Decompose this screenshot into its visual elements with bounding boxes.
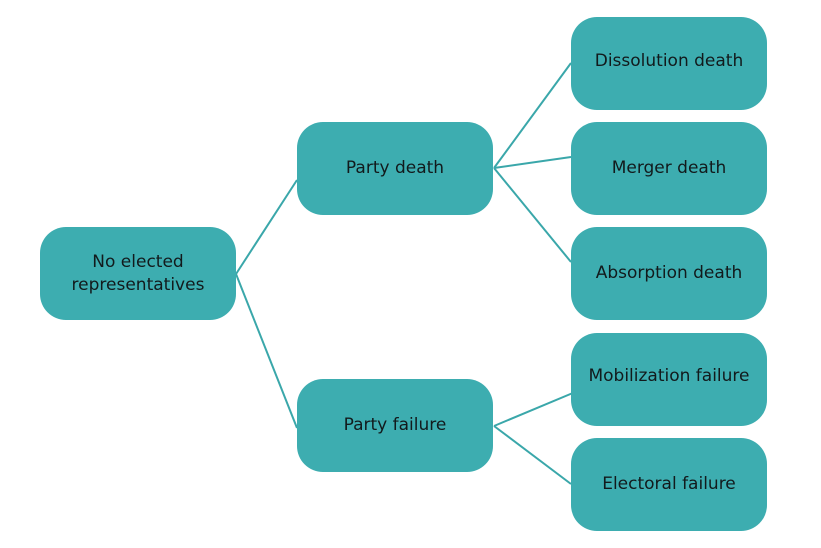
connector-root-to-party-failure: [235, 273, 298, 429]
node-party-failure: Party failure: [297, 379, 493, 472]
node-label: Party failure: [343, 415, 447, 435]
connector-party-death-to-dissolution: [493, 62, 572, 169]
connector-party-death-to-absorption: [493, 167, 572, 263]
node-label: Dissolution death: [594, 51, 744, 71]
node-dissolution-death: Dissolution death: [571, 17, 767, 110]
node-electoral-failure: Electoral failure: [571, 438, 767, 531]
connector-party-failure-to-mobilization: [493, 389, 581, 427]
connector-root-to-party-death: [235, 179, 298, 275]
node-label: Party death: [345, 158, 445, 178]
node-label: Absorption death: [595, 263, 743, 283]
node-merger-death: Merger death: [571, 122, 767, 215]
connector-party-failure-to-electoral: [493, 425, 572, 485]
node-absorption-death: Absorption death: [571, 227, 767, 320]
node-mobilization-failure: Mobilization failure: [571, 333, 767, 426]
connector-party-death-to-merger: [493, 156, 572, 169]
node-party-death: Party death: [297, 122, 493, 215]
node-label: Merger death: [611, 158, 727, 178]
node-label: Electoral failure: [602, 474, 736, 494]
node-label: Mobilization failure: [588, 366, 750, 386]
node-label: No elected representatives: [71, 251, 205, 295]
node-no-elected-representatives: No elected representatives: [40, 227, 236, 320]
